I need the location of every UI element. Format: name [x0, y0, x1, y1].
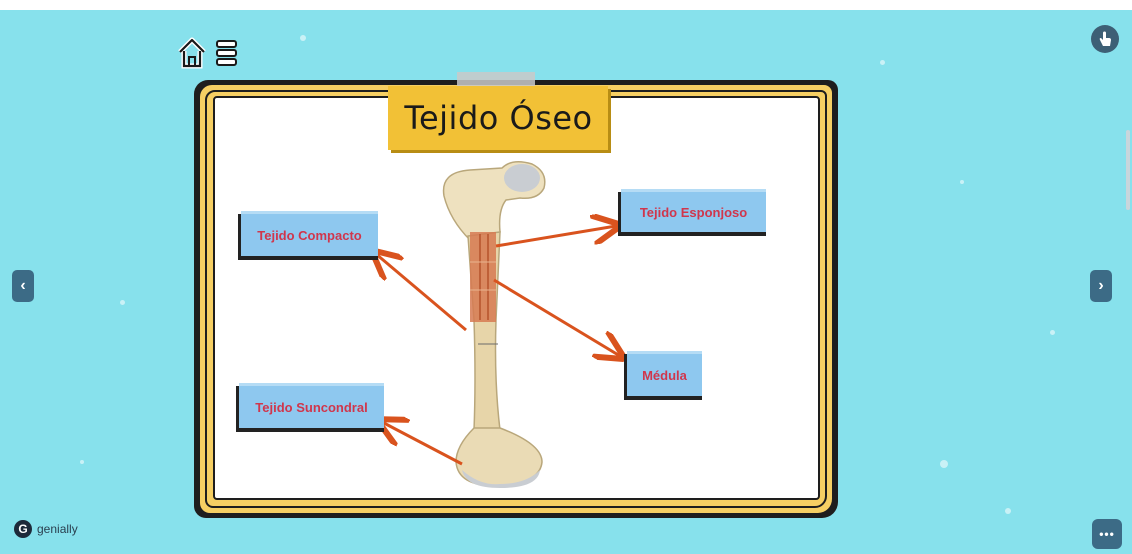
slide-title: Tejido Óseo	[396, 94, 601, 142]
background-speck	[300, 35, 306, 41]
label-tejido-subcondral[interactable]: Tejido Suncondral	[236, 386, 384, 432]
background-speck	[960, 180, 964, 184]
genially-logo-icon: G	[14, 520, 32, 538]
scrollbar-thumb[interactable]	[1126, 130, 1130, 210]
top-bar	[0, 0, 1132, 10]
home-icon	[176, 36, 208, 70]
background-speck	[1050, 330, 1055, 335]
background-speck	[120, 300, 125, 305]
label-text: Tejido Suncondral	[255, 400, 367, 415]
label-text: Tejido Esponjoso	[640, 205, 747, 220]
label-tejido-esponjoso[interactable]: Tejido Esponjoso	[618, 192, 766, 236]
background-speck	[940, 460, 948, 468]
genially-branding[interactable]: G genially	[14, 520, 78, 538]
label-tejido-compacto[interactable]: Tejido Compacto	[238, 214, 378, 260]
hand-pointer-icon	[1097, 30, 1113, 48]
hand-pointer-button[interactable]	[1091, 25, 1119, 53]
label-medula[interactable]: Médula	[624, 354, 702, 400]
previous-slide-button[interactable]: ‹	[12, 270, 34, 302]
background-speck	[880, 60, 885, 65]
next-slide-button[interactable]: ›	[1090, 270, 1112, 302]
more-options-button[interactable]: •••	[1092, 519, 1122, 549]
menu-button[interactable]	[215, 38, 239, 68]
hamburger-menu-icon	[215, 38, 239, 68]
label-text: Médula	[642, 368, 687, 383]
genially-name: genially	[37, 522, 78, 536]
background-speck	[80, 460, 84, 464]
background-speck	[1005, 508, 1011, 514]
chevron-right-icon: ›	[1098, 277, 1103, 295]
whiteboard	[213, 96, 820, 500]
chevron-left-icon: ‹	[20, 277, 25, 295]
label-text: Tejido Compacto	[257, 228, 361, 243]
home-button[interactable]	[176, 36, 208, 70]
ellipsis-icon: •••	[1099, 527, 1115, 541]
